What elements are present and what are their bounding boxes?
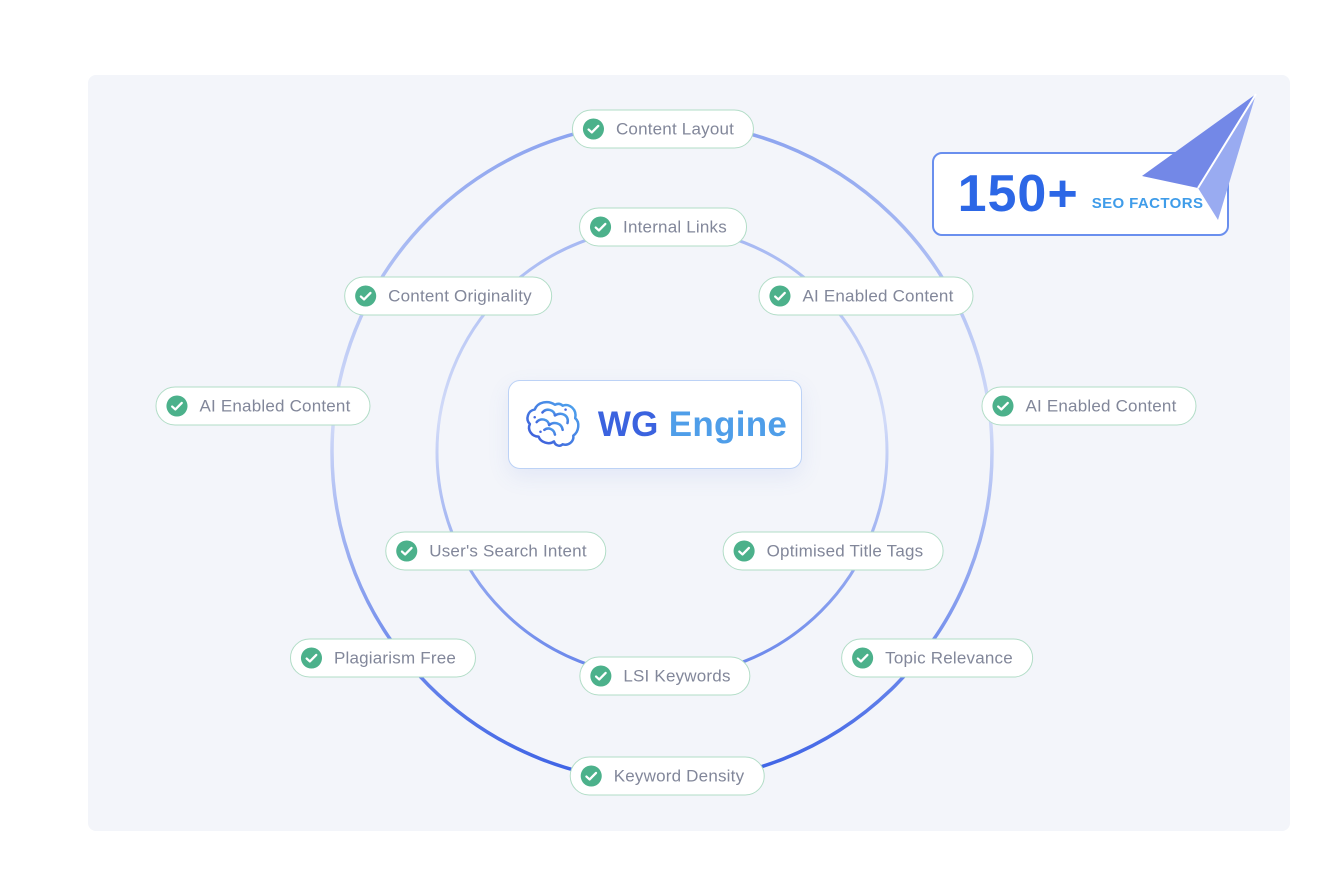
- factor-pill: Content Layout: [571, 109, 755, 149]
- check-icon: [589, 665, 612, 688]
- wg-engine-logo: WG Engine: [508, 380, 802, 469]
- brand-wordmark: WG Engine: [598, 405, 787, 445]
- factor-label: AI Enabled Content: [1025, 396, 1177, 415]
- factor-pill: AI Enabled Content: [981, 386, 1197, 426]
- factor-pill: AI Enabled Content: [758, 276, 974, 316]
- badge-label: SEO FACTORS: [1091, 194, 1204, 212]
- factor-label: Content Originality: [388, 286, 532, 305]
- check-icon: [589, 216, 612, 239]
- check-icon: [300, 647, 323, 670]
- brain-icon: [526, 400, 580, 447]
- brand-engine: Engine: [668, 404, 788, 444]
- check-icon: [991, 395, 1014, 418]
- factor-pill: Keyword Density: [569, 756, 765, 796]
- factor-label: Keyword Density: [613, 766, 745, 785]
- check-icon: [395, 540, 418, 563]
- factor-pill: Internal Links: [579, 207, 747, 247]
- brand-wg: WG: [597, 404, 659, 444]
- check-icon: [165, 395, 188, 418]
- factor-pill: AI Enabled Content: [155, 386, 371, 426]
- check-icon: [768, 285, 791, 308]
- factor-label: Topic Relevance: [885, 648, 1013, 667]
- factor-label: User's Search Intent: [429, 541, 587, 560]
- factor-label: Plagiarism Free: [333, 648, 457, 667]
- check-icon: [851, 647, 874, 670]
- factor-pill: Optimised Title Tags: [722, 531, 944, 571]
- badge-number: 150+: [957, 165, 1079, 223]
- check-icon: [733, 540, 756, 563]
- factor-pill: Topic Relevance: [841, 638, 1033, 678]
- factor-label: AI Enabled Content: [802, 286, 954, 305]
- check-icon: [580, 765, 603, 788]
- factor-pill: LSI Keywords: [579, 656, 751, 696]
- factor-label: AI Enabled Content: [199, 396, 351, 415]
- factor-label: Content Layout: [615, 119, 735, 138]
- factor-pill: Content Originality: [344, 276, 552, 316]
- factor-pill: User's Search Intent: [385, 531, 607, 571]
- factor-label: Internal Links: [623, 217, 727, 236]
- check-icon: [354, 285, 377, 308]
- paper-plane-icon: [1142, 93, 1257, 220]
- factor-pill: Plagiarism Free: [289, 638, 477, 678]
- factor-label: Optimised Title Tags: [766, 541, 924, 560]
- check-icon: [582, 118, 605, 141]
- factor-label: LSI Keywords: [623, 666, 731, 685]
